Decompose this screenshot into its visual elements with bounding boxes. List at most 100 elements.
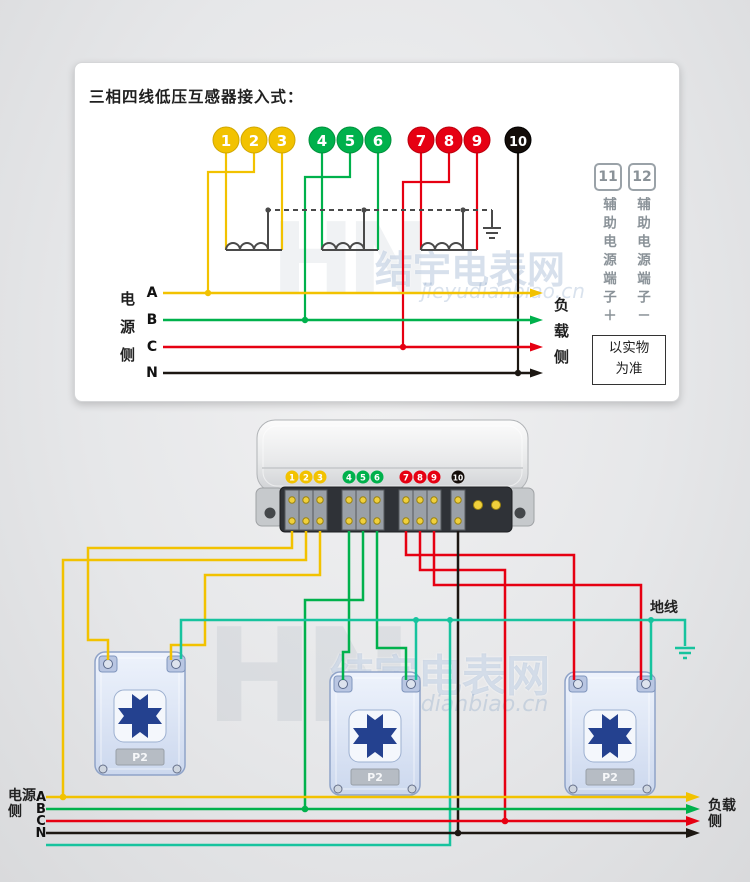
wire-t4-to-ct-b-s1	[341, 531, 351, 680]
bottom-phase-label-b: B	[36, 802, 46, 817]
wire-t9-to-ct-c-s2	[432, 531, 643, 680]
earth-symbol-bottom	[675, 646, 695, 660]
svg-text:1: 1	[289, 474, 295, 484]
meter: 1 2 3 4 5 6 7 8 9 10	[255, 419, 535, 533]
bottom-arrow-b	[686, 804, 700, 814]
wire-t3-to-ct-a-s2	[169, 531, 322, 660]
ground-junction-b	[361, 207, 367, 213]
wire-t5-to-line-b	[303, 531, 365, 809]
svg-text:10: 10	[453, 474, 463, 483]
meter-terminal-dots: 1 2 3 4 5 6 7 8 9 10	[285, 470, 465, 484]
terminal-7: 7	[407, 126, 435, 154]
aux-terminal-12: 12	[628, 163, 656, 191]
ct-core-hole	[118, 694, 162, 738]
bottom-source-side-label: 电源侧	[8, 788, 36, 820]
terminal-2: 2	[240, 126, 268, 154]
line-phase-a	[163, 288, 543, 298]
bottom-phase-label-a: A	[36, 790, 46, 805]
ground-junction-a	[265, 207, 271, 213]
svg-text:3: 3	[277, 132, 287, 150]
aux-terminal-11-label: 辅助电源端子＋	[600, 197, 616, 327]
svg-text:9: 9	[472, 132, 482, 150]
note-line-2: 为准	[615, 361, 643, 377]
svg-text:4: 4	[346, 474, 352, 484]
coil-a	[225, 242, 269, 251]
schematic-phase-letters: A B C N	[146, 285, 158, 381]
terminal-9: 9	[463, 126, 491, 154]
bottom-load-side-label: 负载侧	[708, 798, 736, 830]
line-phase-b	[163, 315, 543, 325]
bottom-arrow-c	[686, 816, 700, 826]
ear-hole-right	[514, 507, 526, 519]
arrow-phase-c	[530, 342, 543, 352]
phase-label-a: A	[147, 285, 158, 301]
terminal-5: 5	[336, 126, 364, 154]
ct-coils-and-ground-bus	[225, 209, 501, 251]
coil-c	[420, 242, 464, 251]
wire-schematic-phase-a	[206, 153, 284, 293]
ear-hole-left	[264, 507, 276, 519]
ct-a-plate-label: P2	[132, 751, 148, 764]
terminal-1: 1	[212, 126, 240, 154]
svg-text:5: 5	[345, 132, 355, 150]
earth-symbol-schematic	[483, 227, 501, 239]
aux-terminal-11: 11	[594, 163, 622, 191]
ground-wire-label: 地线	[650, 599, 678, 616]
wire-t8-to-line-c	[418, 531, 507, 821]
terminal-8: 8	[435, 126, 463, 154]
svg-text:4: 4	[317, 132, 327, 150]
svg-text:8: 8	[444, 132, 454, 150]
note-line-1: 以实物	[608, 340, 650, 356]
aux-terminal-12-label: 辅助电源端子－	[634, 197, 650, 327]
svg-text:5: 5	[360, 474, 366, 484]
wire-schematic-phase-b	[303, 153, 380, 320]
svg-text:9: 9	[431, 474, 437, 484]
bottom-line-phase-a	[46, 792, 700, 802]
arrow-phase-b	[530, 315, 543, 325]
aux-screw-12	[491, 500, 501, 510]
phase-label-n: N	[146, 365, 158, 381]
ground-junction-c	[460, 207, 466, 213]
wire-t2-to-line-a	[61, 531, 308, 797]
terminal-circles: 1 2 3 4 5 6 7 8 9 10	[212, 126, 532, 154]
svg-text:10: 10	[509, 135, 527, 150]
panel-title: 三相四线低压互感器接入式：	[89, 88, 304, 106]
ct-c-plate-label: P2	[602, 771, 618, 784]
bottom-line-phase-c	[46, 816, 700, 826]
ct-screw-s2	[171, 659, 181, 669]
ground-line-bottom	[46, 620, 452, 847]
source-side-label: 电源侧	[118, 291, 136, 375]
bottom-line-neutral	[46, 828, 700, 838]
svg-text:2: 2	[249, 132, 259, 150]
coil-b	[321, 242, 365, 251]
ct-screw-s1	[103, 659, 113, 669]
note-box: 以实物 为准	[592, 335, 666, 385]
phase-label-c: C	[147, 339, 157, 355]
wire-t7-to-ct-c-s1	[404, 531, 576, 680]
wires-phase-c-bottom	[404, 531, 643, 821]
terminal-screws	[288, 496, 501, 525]
arrow-phase-a	[530, 288, 543, 298]
meter-body	[256, 419, 529, 493]
bottom-arrow-n	[686, 828, 700, 838]
bottom-phase-letters: A B C N	[36, 790, 47, 841]
svg-text:7: 7	[403, 474, 409, 484]
svg-text:2: 2	[303, 474, 309, 484]
bottom-phase-label-c: C	[36, 814, 46, 829]
svg-text:1: 1	[221, 132, 231, 150]
ct-b-plate-label: P2	[367, 771, 383, 784]
terminal-10: 10	[504, 126, 532, 154]
wire-t1-to-ct-a-s1	[86, 531, 294, 660]
wire-t6-to-ct-b-s2	[375, 531, 408, 680]
wires-phase-b-bottom	[303, 531, 408, 809]
terminal-4: 4	[308, 126, 336, 154]
bottom-arrow-a	[686, 792, 700, 802]
ct-nameplate	[115, 748, 165, 766]
svg-text:8: 8	[417, 474, 423, 484]
bottom-line-phase-b	[46, 804, 700, 814]
line-phase-c	[163, 342, 543, 352]
wires-ground	[46, 618, 695, 847]
aux-screw-11	[473, 500, 483, 510]
